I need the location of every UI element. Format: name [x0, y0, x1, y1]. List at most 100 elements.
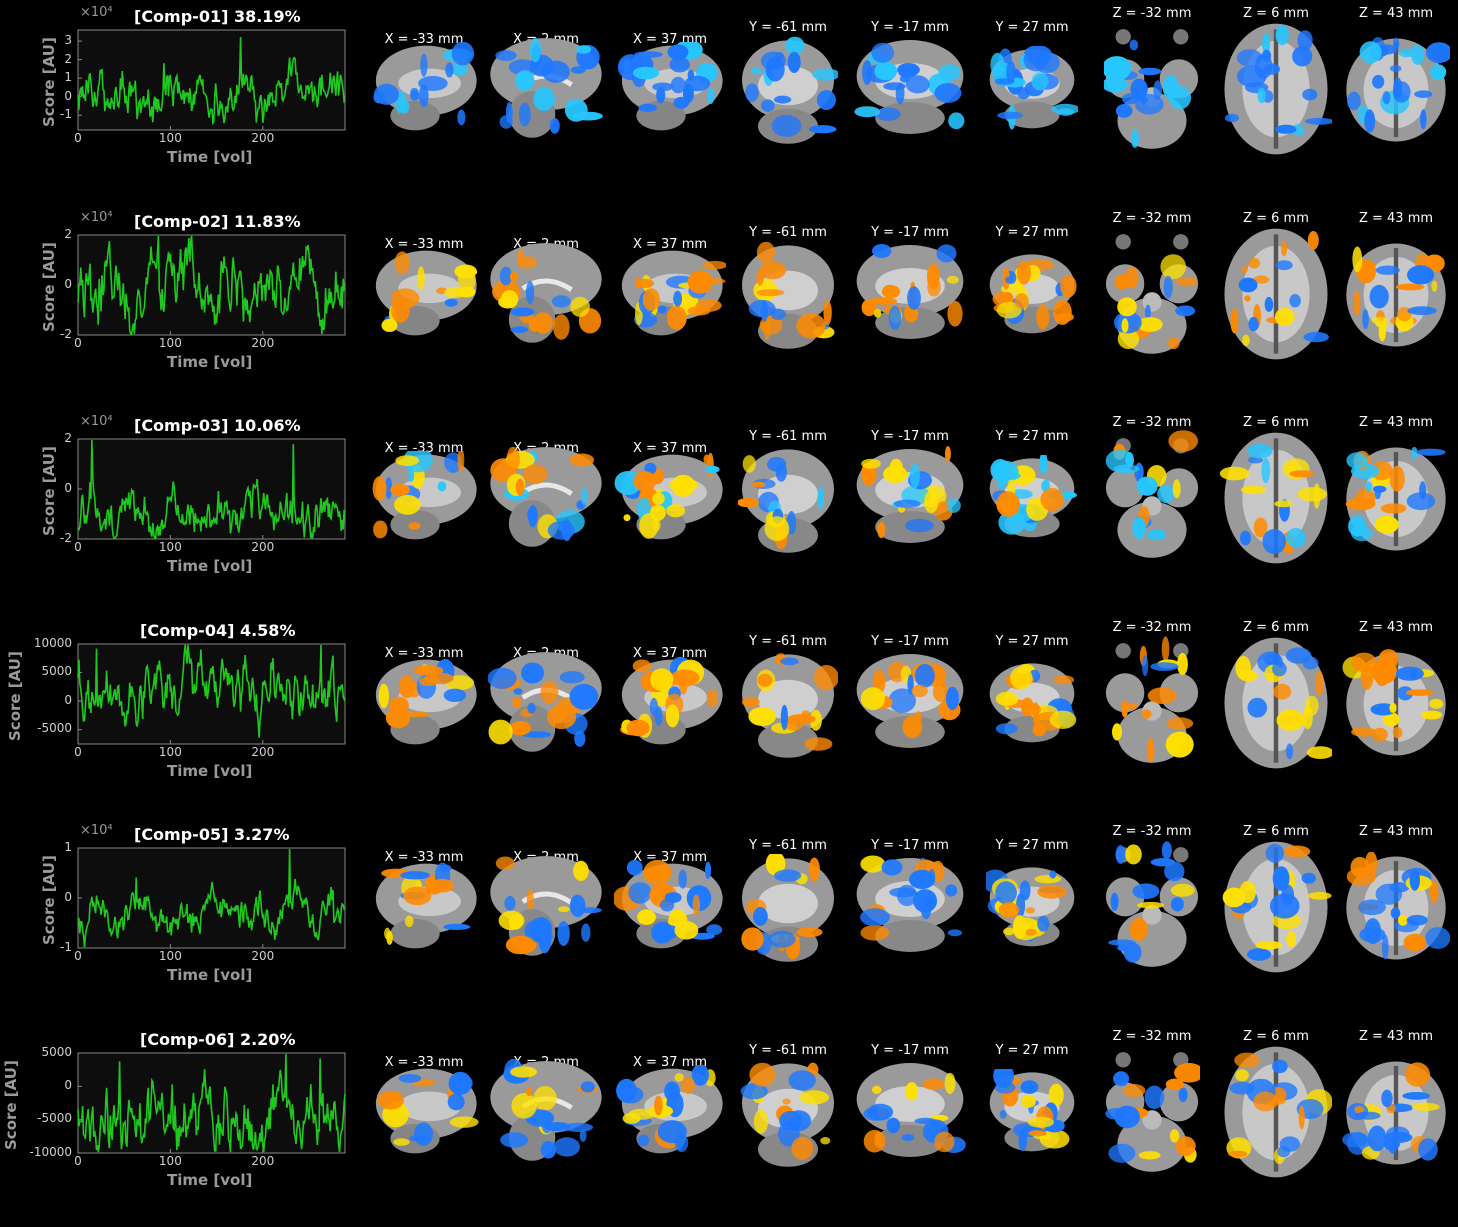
brain-activation-map	[856, 653, 964, 748]
slice-coordinate-label: Y = -61 mm	[749, 429, 827, 444]
slice-coordinate-label: Y = 27 mm	[995, 1042, 1069, 1058]
x-tick-label: 200	[251, 131, 275, 145]
brain-activation-map	[620, 656, 723, 744]
component-title: [Comp-04] 4.58%	[140, 620, 296, 640]
axis-exponent: ×10⁴	[80, 5, 113, 20]
brain-activation-map	[490, 446, 602, 547]
brain-activation-map	[1104, 29, 1199, 149]
component-title: [Comp-03] 10.06%	[134, 416, 301, 435]
y-tick-label: -10000	[29, 1144, 72, 1159]
brain-activation-map	[614, 452, 723, 540]
slice-coordinate-label: Y = -61 mm	[749, 633, 827, 649]
y-tick-label: 1	[64, 70, 72, 85]
plot-frame	[77, 643, 346, 744]
brain-activation-map	[1342, 648, 1446, 756]
slice-coordinate-label: X = -33 mm	[384, 1054, 464, 1070]
slice-coordinate-label: Y = -17 mm	[871, 20, 949, 35]
slice-coordinate-label: X = -33 mm	[384, 645, 464, 661]
slice-coordinate-label: Z = 43 mm	[1358, 210, 1434, 226]
component-title: [Comp-02] 11.83%	[134, 211, 301, 231]
x-axis-label: Time [vol]	[167, 148, 253, 166]
component-title: [Comp-01] 38.19%	[134, 7, 301, 26]
x-tick-label: 200	[251, 335, 275, 350]
slice-coordinate-label: Y = -17 mm	[871, 224, 949, 240]
slice-coordinate-label: Y = -17 mm	[871, 633, 949, 649]
brain-activation-map	[741, 854, 834, 962]
y-tick-label: 2	[64, 51, 72, 66]
x-axis-label: Time [vol]	[167, 966, 253, 984]
brain-activation-map	[617, 42, 723, 131]
slice-coordinate-label: X = 37 mm	[632, 1054, 708, 1070]
brain-activation-map	[375, 1068, 479, 1153]
x-tick-label: 0	[74, 1153, 82, 1168]
slice-coordinate-label: Z = 43 mm	[1358, 6, 1434, 21]
slice-coordinate-label: Z = -32 mm	[1112, 824, 1192, 839]
y-tick-label: 0	[64, 481, 72, 495]
brain-activation-map	[1105, 430, 1199, 558]
brain-activation-map	[490, 856, 602, 956]
slice-coordinate-label: X = 37 mm	[632, 236, 708, 252]
y-tick-label: -1	[60, 107, 72, 122]
brain-activation-map	[1220, 432, 1328, 564]
brain-activation-map	[1346, 242, 1446, 347]
slice-coordinate-label: X = 37 mm	[632, 441, 708, 456]
x-tick-label: 0	[74, 540, 82, 554]
brain-activation-map	[989, 455, 1077, 538]
slice-coordinate-label: Y = -61 mm	[749, 1042, 827, 1058]
x-tick-label: 0	[74, 949, 82, 963]
y-tick-label: 2	[64, 226, 72, 241]
y-tick-label: -5000	[37, 1111, 72, 1126]
x-tick-label: 100	[158, 744, 182, 759]
slice-coordinate-label: Z = 6 mm	[1243, 824, 1309, 839]
brain-activation-map	[1346, 852, 1450, 960]
y-tick-label: 0	[64, 890, 72, 904]
y-tick-label: 0	[64, 276, 72, 291]
plot-frame	[77, 29, 346, 131]
axis-exponent: ×10⁴	[80, 823, 113, 838]
y-tick-label: -2	[60, 531, 72, 545]
brain-activation-map	[856, 1062, 966, 1157]
brain-activation-map	[375, 862, 477, 949]
brain-activation-map	[742, 36, 838, 144]
brain-activation-map	[614, 860, 723, 949]
slice-coordinate-label: Y = -17 mm	[871, 1042, 949, 1058]
x-tick-label: 100	[158, 949, 182, 963]
x-tick-label: 200	[251, 949, 275, 963]
brain-activation-map	[1224, 228, 1329, 359]
y-axis-label: Score [AU]	[2, 1059, 20, 1150]
y-tick-label: -2	[60, 326, 72, 341]
component-title: [Comp-05] 3.27%	[134, 825, 290, 844]
slice-coordinate-label: Z = 43 mm	[1358, 1028, 1434, 1044]
component-title: [Comp-06] 2.20%	[140, 1029, 296, 1049]
y-tick-label: 10000	[33, 635, 72, 650]
timeseries-plot	[77, 438, 346, 540]
brain-activation-map	[1224, 637, 1332, 768]
slice-coordinate-label: Y = -61 mm	[749, 838, 827, 853]
brain-activation-map	[1105, 233, 1199, 354]
brain-activation-map	[1105, 635, 1199, 763]
slice-coordinate-label: Z = -32 mm	[1112, 210, 1192, 226]
brain-activation-map	[1342, 1060, 1446, 1165]
y-tick-label: 3	[64, 33, 72, 48]
slice-coordinate-label: X = -33 mm	[384, 441, 464, 456]
y-tick-label: 5000	[41, 664, 72, 679]
slice-coordinate-label: Z = 43 mm	[1358, 415, 1434, 430]
x-axis-label: Time [vol]	[167, 1170, 253, 1189]
x-axis-label: Time [vol]	[167, 557, 253, 575]
brain-activation-map	[742, 652, 838, 758]
axis-exponent: ×10⁴	[80, 414, 113, 429]
brain-activation-map	[1224, 23, 1332, 155]
score-trace	[77, 439, 346, 539]
slice-coordinate-label: Y = -17 mm	[871, 838, 949, 853]
brain-activation-map	[375, 250, 478, 335]
score-trace	[77, 235, 346, 335]
x-tick-label: 0	[74, 335, 82, 350]
brain-activation-map	[738, 449, 834, 553]
x-tick-label: 100	[158, 335, 182, 350]
slice-coordinate-label: Z = -32 mm	[1112, 415, 1192, 430]
